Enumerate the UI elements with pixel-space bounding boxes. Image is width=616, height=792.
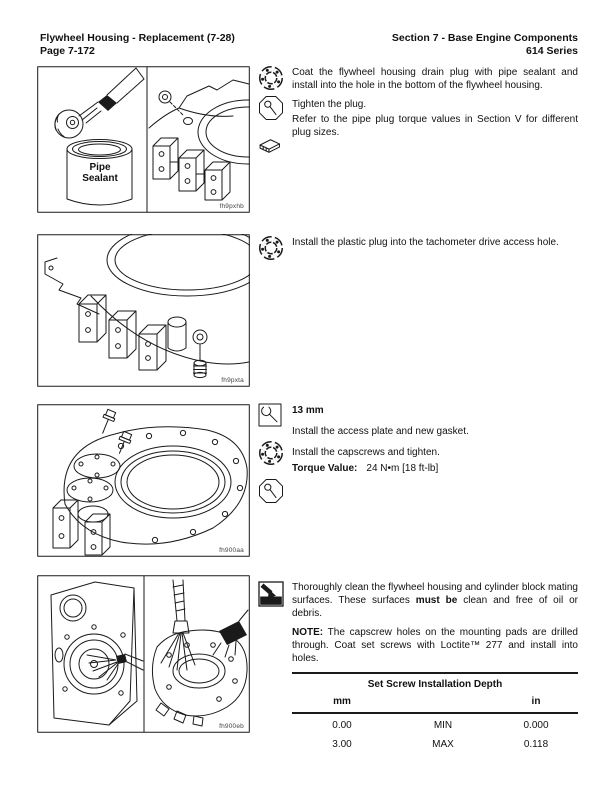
cell-mm: 3.00	[332, 739, 352, 750]
instruction-block-drain-plug: Coat the flywheel housing drain plug wit…	[258, 66, 578, 144]
page-header-right: Section 7 - Base Engine Components 614 S…	[392, 32, 578, 58]
emphasis-text: must be	[415, 595, 458, 606]
table-header-row: mm in	[292, 693, 578, 714]
figure-2-illustration	[37, 234, 250, 387]
instruction-text: Coat the flywheel housing drain plug wit…	[292, 67, 578, 91]
figure-caption: fh900aa	[219, 547, 244, 554]
table-row: 3.00 MAX 0.118	[292, 733, 578, 752]
torque-value: 24 N•m [18 ft-lb]	[366, 463, 439, 474]
page-number: Page 7-172	[40, 45, 95, 57]
assemble-icon	[258, 235, 284, 261]
tighten-icon	[258, 478, 284, 504]
assemble-icon	[258, 65, 284, 91]
instruction-text: Refer to the pipe plug torque values in …	[292, 114, 578, 138]
instruction-text: Install the plastic plug into the tachom…	[292, 237, 559, 248]
table-title: Set Screw Installation Depth	[367, 679, 503, 690]
wrench-size-icon	[258, 403, 282, 427]
figure-1-illustration	[37, 66, 250, 213]
set-screw-table: Set Screw Installation Depth mm in 0.00 …	[292, 672, 578, 752]
figure-access-plate: fh900aa	[37, 404, 250, 557]
instruction-block-plastic-plug: Install the plastic plug into the tachom…	[258, 236, 578, 254]
cell-in: 0.000	[523, 720, 549, 731]
instruction-text: Install the capscrews and tighten.	[292, 447, 440, 458]
pipe-sealant-can-label: Pipe Sealant	[82, 162, 118, 184]
figure-caption: fh900eb	[219, 723, 244, 730]
note-text: The capscrew holes on the mounting pads …	[292, 627, 578, 664]
table-row: 0.00 MIN 0.000	[292, 714, 578, 733]
section-title: Section 7 - Base Engine Components	[391, 32, 578, 44]
figure-3-illustration	[37, 404, 250, 557]
instruction-text: Tighten the plug.	[292, 99, 367, 110]
assemble-icon	[258, 440, 284, 466]
figure-4-illustration	[37, 575, 250, 733]
document-title: Flywheel Housing - Replacement (7-28)	[40, 32, 235, 44]
cell-label: MAX	[432, 739, 454, 750]
instruction-text: Install the access plate and new gasket.	[292, 426, 469, 437]
cell-in: 0.118	[523, 739, 549, 750]
instruction-text: Thoroughly clean the flywheel housing an…	[292, 582, 579, 619]
table-header-mm: mm	[333, 696, 351, 707]
figure-caption: fh9pxhb	[219, 203, 244, 210]
manual-icon	[258, 137, 281, 154]
cell-mm: 0.00	[332, 720, 352, 731]
page-header-left: Flywheel Housing - Replacement (7-28) Pa…	[40, 32, 235, 58]
instruction-block-clean-surfaces: Thoroughly clean the flywheel housing an…	[258, 581, 578, 752]
torque-label: Torque Value:	[292, 463, 358, 474]
figure-clean-surfaces: fh900eb	[37, 575, 250, 733]
table-header-in: in	[531, 696, 541, 707]
figure-tachometer-plug: fh9pxta	[37, 234, 250, 387]
torque-line: Torque Value: 24 N•m [18 ft-lb]	[292, 462, 578, 475]
series-label: 614 Series	[526, 45, 578, 57]
wrench-size-label: 13 mm	[292, 405, 324, 416]
clean-icon	[258, 581, 284, 607]
figure-pipe-sealant: Pipe Sealant fh9pxhb	[37, 66, 250, 213]
tighten-icon	[258, 95, 284, 121]
figure-caption: fh9pxta	[221, 377, 244, 384]
instruction-block-access-plate: 13 mm Install the access plate and new g…	[258, 404, 578, 480]
cell-label: MIN	[433, 720, 453, 731]
note-label: NOTE:	[292, 627, 324, 638]
note-paragraph: NOTE: The capscrew holes on the mounting…	[292, 626, 578, 665]
